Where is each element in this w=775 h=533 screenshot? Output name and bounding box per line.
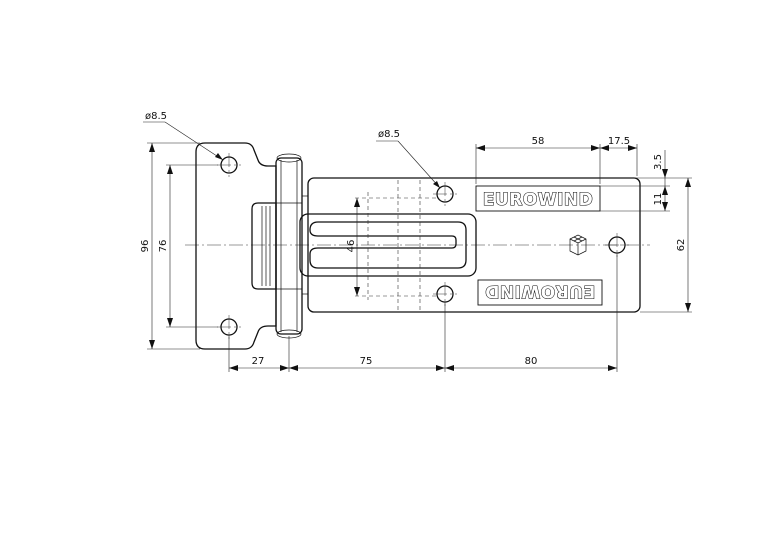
dim-bottom-chain: 27 75 80 — [228, 253, 618, 372]
svg-text:58: 58 — [532, 136, 545, 147]
svg-text:76: 76 — [158, 240, 169, 253]
right-leaf — [307, 177, 641, 313]
svg-text:62: 62 — [676, 239, 687, 252]
hinge-spring-block — [251, 202, 277, 290]
dim-slot-length: 46 — [346, 198, 360, 296]
svg-text:3.5: 3.5 — [653, 154, 664, 170]
svg-text:75: 75 — [360, 356, 373, 367]
leaf-slot — [299, 213, 477, 277]
svg-text:80: 80 — [525, 356, 538, 367]
hinge-knuckle — [275, 153, 303, 339]
hidden-lines — [355, 180, 438, 310]
left-top-hole — [217, 153, 241, 177]
svg-text:EUROWIND: EUROWIND — [485, 281, 595, 301]
dim-hole-dia-left: ø8.5 — [143, 111, 224, 161]
svg-text:46: 46 — [346, 240, 357, 253]
logo-bottom: EUROWIND — [477, 279, 603, 306]
dim-right-chain: 3.5 11 62 — [600, 150, 692, 313]
dim-overall-height: 96 — [140, 142, 200, 350]
dim-top-chain: 58 17.5 — [475, 136, 638, 184]
svg-text:11: 11 — [653, 193, 664, 206]
leaf-top-hole — [433, 182, 457, 206]
svg-text:ø8.5: ø8.5 — [378, 129, 400, 140]
svg-text:27: 27 — [252, 356, 265, 367]
svg-text:96: 96 — [140, 240, 151, 253]
eurowind-emblem-icon — [569, 234, 587, 256]
dim-hole-spacing-left: 76 — [158, 164, 218, 328]
svg-text:EUROWIND: EUROWIND — [483, 190, 593, 210]
svg-text:ø8.5: ø8.5 — [145, 111, 167, 122]
left-mounting-plate — [195, 142, 277, 350]
logo-top: EUROWIND — [475, 185, 601, 212]
dim-hole-dia-center: ø8.5 — [376, 129, 441, 189]
svg-text:17.5: 17.5 — [608, 136, 630, 147]
